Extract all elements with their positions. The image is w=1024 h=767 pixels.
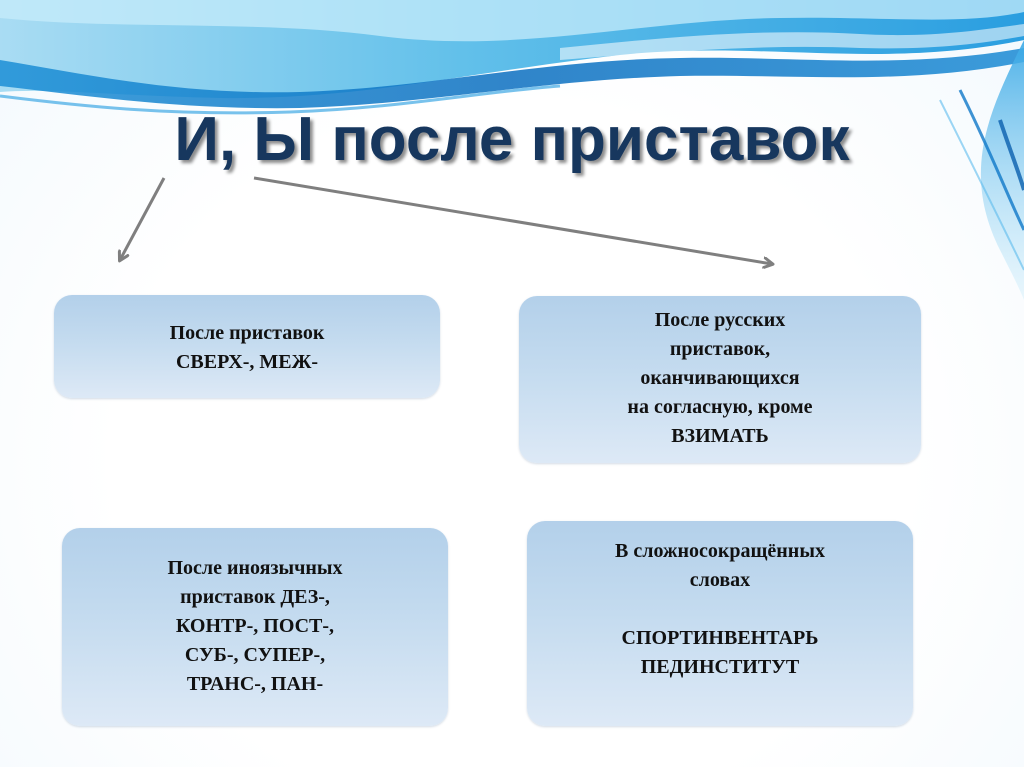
rule-text-top-left: После приставок СВЕРХ-, МЕЖ- [169, 322, 325, 373]
rule-box-bottom-left: После иноязычных приставок ДЕЗ-, КОНТР-,… [62, 528, 448, 726]
rule-text-bottom-right: В сложносокращённых словах СПОРТИНВЕНТАР… [615, 540, 825, 678]
rule-box-top-left: После приставок СВЕРХ-, МЕЖ- [54, 295, 440, 398]
rule-text-top-right: После русских приставок, оканчивающихся … [627, 309, 813, 447]
arrow-left [120, 177, 166, 260]
rule-box-top-right: После русских приставок, оканчивающихся … [519, 296, 921, 463]
rule-text-bottom-left: После иноязычных приставок ДЕЗ-, КОНТР-,… [167, 557, 343, 695]
arrow-right [253, 176, 772, 264]
rule-box-bottom-right: В сложносокращённых словах СПОРТИНВЕНТАР… [527, 521, 913, 726]
slide-title: И, Ы после приставок [174, 105, 850, 174]
